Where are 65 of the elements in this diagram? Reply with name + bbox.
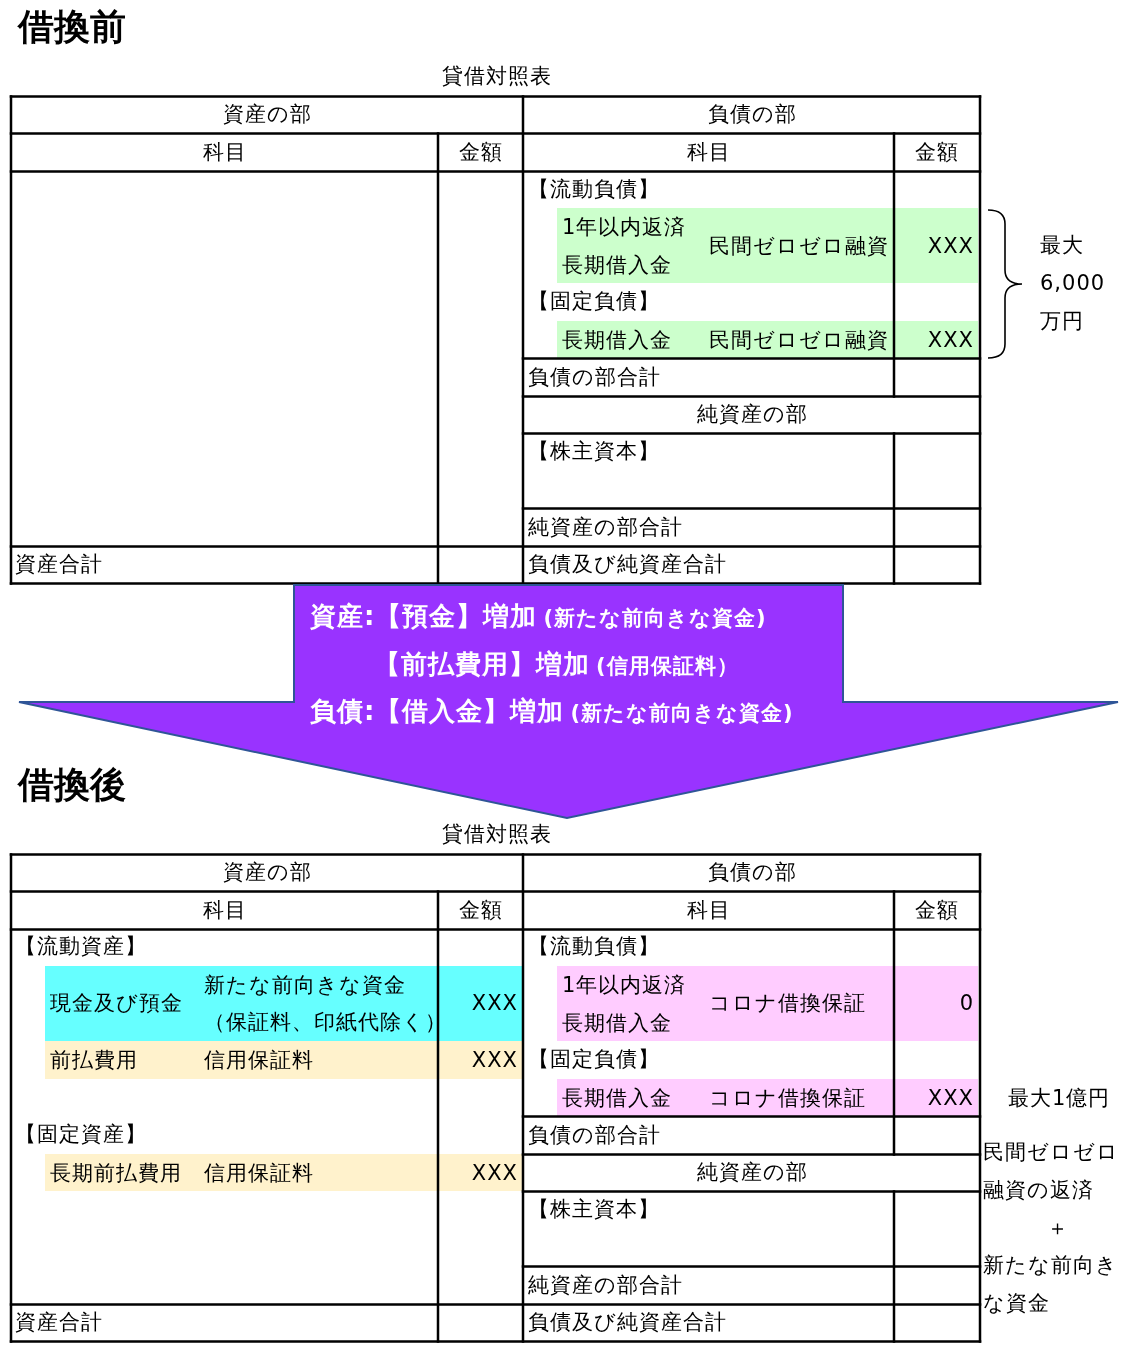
- total-label: 純資産の部合計: [528, 514, 683, 540]
- arrow-note: (新たな前向きな資金): [570, 701, 794, 726]
- category-label: 【固定負債】: [528, 288, 660, 314]
- category-label: 【固定負債】: [528, 1046, 660, 1072]
- arrow-text: 資産:【預金】増加: [310, 601, 538, 632]
- amount-text: XXX: [927, 233, 974, 259]
- account-name: 長期借入金: [562, 1085, 672, 1111]
- arrow-text: 負債:【借入金】増加: [310, 696, 565, 727]
- column-header: 科目: [203, 139, 247, 165]
- category-label: 【株主資本】: [528, 438, 660, 464]
- plus-text: ＋: [1047, 1215, 1069, 1241]
- loan-name: コロナ借換保証: [709, 990, 866, 1016]
- category-label: 【流動負債】: [528, 176, 660, 202]
- amount-text: XXX: [471, 990, 518, 1016]
- item-description: 信用保証料: [204, 1047, 314, 1073]
- side-note: 最大6,000万円: [1040, 232, 1107, 335]
- loan-name: コロナ借換保証: [709, 1085, 866, 1111]
- item-description: 信用保証料: [204, 1160, 314, 1186]
- account-name: 長期借入金: [562, 327, 672, 353]
- loan-name: 民間ゼロゼロ融資: [709, 233, 889, 259]
- column-header: 資産の部: [222, 859, 312, 885]
- column-header: 科目: [687, 897, 731, 923]
- column-header: 資産の部: [222, 101, 312, 127]
- total-label: 負債の部合計: [528, 364, 661, 390]
- category-label: 【株主資本】: [528, 1196, 660, 1222]
- amount-text: 0: [959, 990, 974, 1016]
- side-note: 最大1億円: [1008, 1085, 1111, 1111]
- column-header: 金額: [915, 139, 959, 165]
- account-name: 1年以内返済長期借入金: [562, 972, 688, 1037]
- amount-text: XXX: [927, 1085, 974, 1111]
- amount-text: XXX: [471, 1160, 518, 1186]
- total-label: 資産合計: [15, 1309, 103, 1335]
- section-heading: 借換後: [18, 764, 126, 806]
- total-label: 純資産の部合計: [528, 1272, 683, 1298]
- category-label: 【固定資産】: [15, 1121, 147, 1147]
- arrow-text: 【前払費用】増加: [374, 649, 590, 680]
- arrow-note: (信用保証料）: [596, 654, 739, 679]
- account-name: 前払費用: [50, 1047, 138, 1073]
- category-label: 【流動負債】: [528, 933, 660, 959]
- account-name: 1年以内返済長期借入金: [562, 214, 688, 279]
- column-header: 金額: [459, 139, 503, 165]
- amount-text: XXX: [471, 1047, 518, 1073]
- account-name: 現金及び預金: [50, 990, 183, 1016]
- section-heading: 借換前: [18, 6, 126, 48]
- side-note: 民間ゼロゼロ融資の返済: [983, 1139, 1120, 1204]
- item-description: 新たな前向きな資金: [204, 972, 406, 998]
- block-arrow: [17, 583, 1120, 821]
- side-note: 新たな前向きな資金: [983, 1252, 1119, 1317]
- item-description: （保証料、印紙代除く）: [204, 1009, 447, 1035]
- column-header: 純資産の部: [696, 1159, 808, 1185]
- column-header: 負債の部: [707, 101, 797, 127]
- column-header: 負債の部: [707, 859, 797, 885]
- column-header: 科目: [687, 139, 731, 165]
- category-label: 【流動資産】: [15, 933, 147, 959]
- arrow-note: (新たな前向きな資金): [543, 606, 767, 631]
- column-header: 科目: [203, 897, 247, 923]
- column-header: 金額: [915, 897, 959, 923]
- column-header: 金額: [459, 897, 503, 923]
- total-label: 負債の部合計: [528, 1122, 661, 1148]
- total-label: 負債及び純資産合計: [528, 1309, 727, 1335]
- column-header: 純資産の部: [696, 401, 808, 427]
- amount-text: XXX: [927, 327, 974, 353]
- account-name: 長期前払費用: [50, 1160, 182, 1186]
- loan-name: 民間ゼロゼロ融資: [709, 327, 889, 353]
- table-title: 貸借対照表: [442, 63, 552, 89]
